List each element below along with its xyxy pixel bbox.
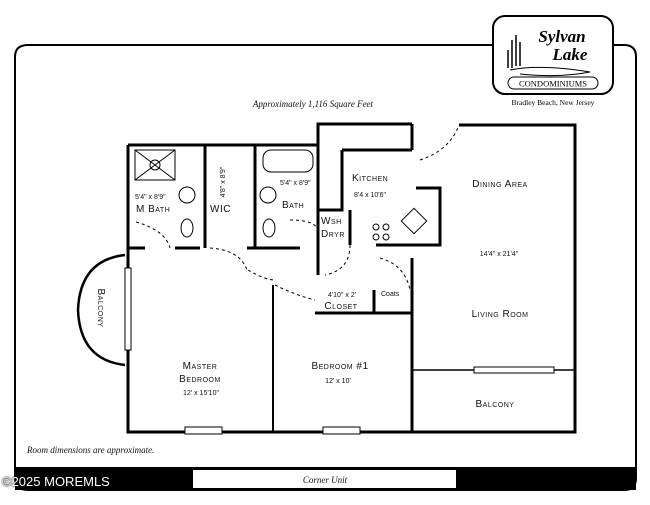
master-dim: 12' x 15'10"	[183, 390, 219, 397]
bedroom1-label: Bedroom #1	[311, 361, 368, 372]
wic-dim: 4'8" x 8'9"	[220, 166, 227, 197]
left-balcony-outline	[76, 253, 126, 367]
walls	[126, 122, 577, 434]
master-label-2: Bedroom	[179, 374, 221, 385]
master-label-1: Master	[183, 361, 218, 372]
svg-text:Lake: Lake	[552, 45, 588, 64]
left-balcony-label: Balcony	[95, 289, 106, 328]
watermark: ©2025 MOREMLS	[2, 474, 110, 489]
m-bath-dim: 5'4" x 8'9"	[135, 194, 166, 201]
closet-dim: 4'10" x 2'	[328, 292, 356, 299]
dryer-label: Dryr	[321, 229, 345, 240]
coats-label: Coats	[381, 291, 400, 298]
location: Bradley Beach, New Jersey	[512, 98, 595, 107]
right-balcony-label: Balcony	[476, 399, 515, 410]
kitchen-label: Kitchen	[352, 173, 388, 184]
bath-dim: 5'4" x 8'9"	[280, 180, 311, 187]
svg-text:CONDOMINIUMS: CONDOMINIUMS	[519, 79, 587, 89]
bedroom1-dim: 12' x 10'	[325, 378, 351, 385]
dining-label: Dining Area	[472, 179, 527, 190]
closet-label: Closet	[324, 301, 357, 312]
bath-label: Bath	[282, 200, 304, 211]
fixtures	[134, 124, 460, 301]
svg-text:Sylvan: Sylvan	[538, 27, 585, 46]
square-footage: Approximately 1,116 Square Feet	[252, 99, 374, 109]
unit-type: Corner Unit	[303, 475, 348, 485]
footer-label-box	[193, 470, 456, 488]
window	[124, 267, 132, 351]
window	[473, 366, 555, 374]
window	[322, 426, 361, 435]
washer-label: Wsh	[321, 216, 342, 227]
dimension-note: Room dimensions are approximate.	[26, 445, 154, 455]
window	[184, 426, 223, 435]
page-frame	[14, 44, 637, 491]
living-label: Living Room	[472, 309, 529, 320]
logo: Sylvan Lake CONDOMINIUMS	[492, 15, 614, 95]
m-bath-label: M Bath	[136, 204, 170, 215]
kitchen-dim: 8'4 x 10'6"	[354, 192, 387, 199]
wic-label: WIC	[210, 204, 231, 215]
dining-dim: 14'4" x 21'4"	[480, 251, 519, 258]
